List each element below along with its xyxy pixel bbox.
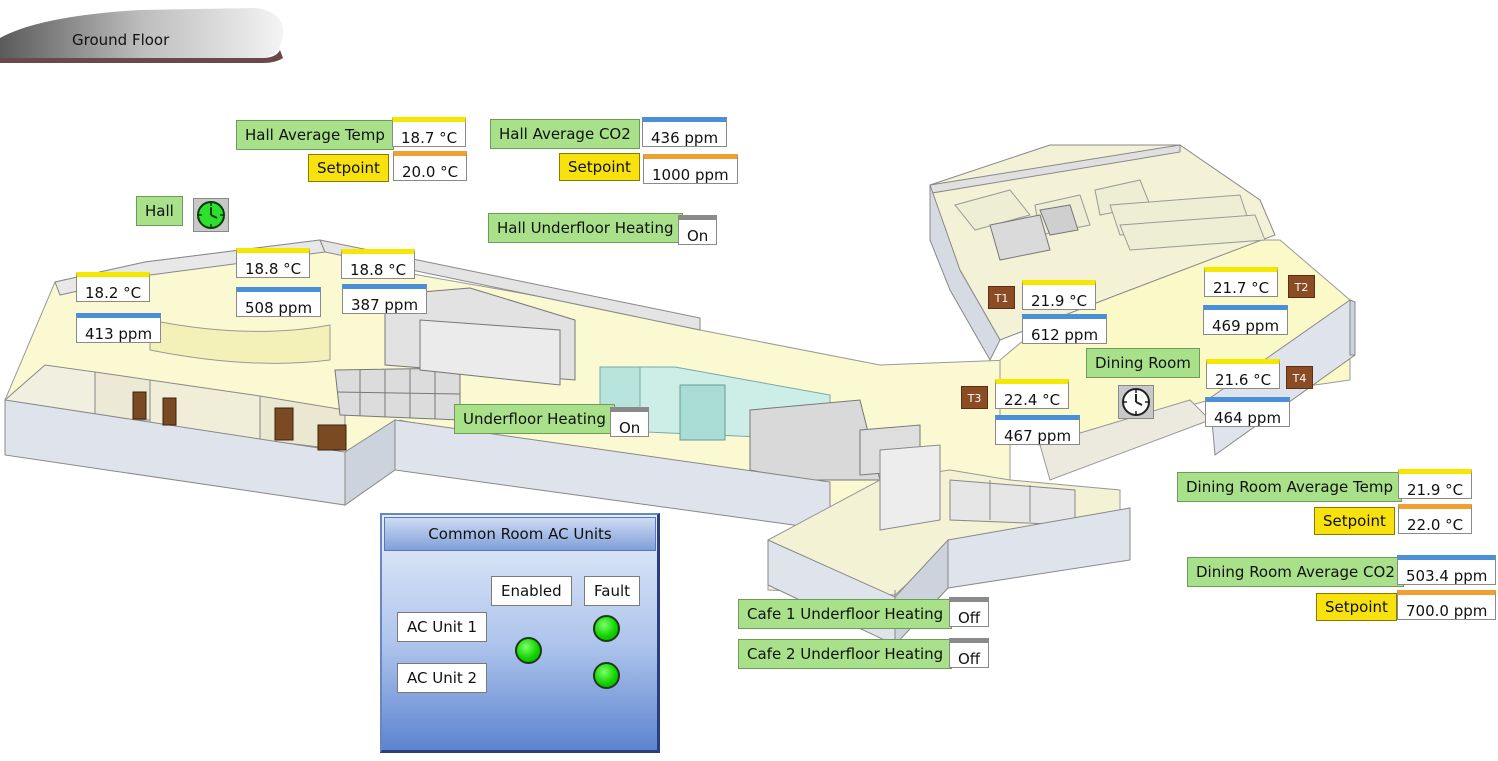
ac-unit-2-fault-indicator [593,662,620,689]
dining-sensor-t2-co2: 469 ppm [1203,305,1289,335]
hall-sensor-1-temp: 18.2 °C [76,272,151,302]
ac-unit-2-button[interactable]: AC Unit 2 [397,663,488,693]
hall-average-temp-label: Hall Average Temp [236,120,394,150]
ac-panel-title: Common Room AC Units [384,517,656,551]
dining-room-schedule-clock[interactable] [1118,385,1154,419]
dining-room-average-temp-value: 21.9 °C [1398,469,1473,499]
hall-co2-setpoint-value[interactable]: 1000 ppm [643,154,738,184]
hall-sensor-3-co2: 387 ppm [342,284,428,314]
hall-sensor-2-temp: 18.8 °C [236,248,311,278]
ac-units-enabled-indicator [515,637,542,664]
hall-underfloor-heating-status[interactable]: On [678,215,718,245]
sensor-tag-t4[interactable]: T4 [1286,366,1313,389]
dining-co2-setpoint-value[interactable]: 700.0 ppm [1397,590,1497,620]
hall-temp-setpoint-value[interactable]: 20.0 °C [393,151,468,181]
cafe-1-underfloor-heating-status[interactable]: Off [949,597,990,627]
cafe-1-underfloor-heating-label: Cafe 1 Underfloor Heating [738,599,953,629]
sensor-tag-t2[interactable]: T2 [1288,275,1315,298]
underfloor-heating-status[interactable]: On [610,407,650,437]
hall-average-temp-value: 18.7 °C [392,117,467,147]
hall-zone-label: Hall [136,196,183,226]
dining-room-zone-label: Dining Room [1086,348,1200,378]
common-room-ac-panel: Common Room AC Units Enabled Fault AC Un… [380,513,660,753]
hall-sensor-3-temp: 18.8 °C [341,249,416,279]
dining-sensor-t4-co2: 464 ppm [1205,397,1291,427]
fault-column-header: Fault [584,576,640,606]
cafe-2-underfloor-heating-status[interactable]: Off [949,638,990,668]
dining-sensor-t1-temp: 21.9 °C [1022,280,1097,310]
cafe-2-underfloor-heating-label: Cafe 2 Underfloor Heating [738,639,953,669]
enabled-column-header: Enabled [491,576,572,606]
clock-icon [1122,388,1150,416]
sensor-tag-t3[interactable]: T3 [961,386,988,409]
hall-average-co2-label: Hall Average CO2 [490,119,640,149]
dining-sensor-t2-temp: 21.7 °C [1204,267,1279,297]
hall-co2-setpoint-label: Setpoint [559,153,640,181]
dining-sensor-t1-co2: 612 ppm [1022,314,1108,344]
dining-room-average-co2-value: 503.4 ppm [1397,555,1497,585]
hall-sensor-2-co2: 508 ppm [236,287,322,317]
hall-sensor-1-co2: 413 ppm [76,313,162,343]
dining-room-average-temp-label: Dining Room Average Temp [1177,472,1403,502]
dining-sensor-t3-temp: 22.4 °C [995,379,1070,409]
dining-sensor-t4-temp: 21.6 °C [1206,359,1281,389]
clock-icon [197,201,225,229]
hall-underfloor-heating-label: Hall Underfloor Heating [488,213,683,243]
ac-unit-1-fault-indicator [593,615,620,642]
floor-tab[interactable] [0,8,290,64]
ac-unit-1-button[interactable]: AC Unit 1 [397,612,488,642]
dining-room-average-co2-label: Dining Room Average CO2 [1187,557,1404,587]
sensor-tag-t1[interactable]: T1 [988,286,1015,309]
dining-co2-setpoint-label: Setpoint [1316,593,1397,621]
hall-average-co2-value: 436 ppm [642,117,728,147]
underfloor-heating-label: Underfloor Heating [454,404,615,434]
dining-temp-setpoint-value[interactable]: 22.0 °C [1398,504,1473,534]
floor-tab-label: Ground Floor [72,31,170,49]
dining-temp-setpoint-label: Setpoint [1314,507,1395,535]
dining-sensor-t3-co2: 467 ppm [995,415,1081,445]
hall-temp-setpoint-label: Setpoint [308,154,389,182]
hall-schedule-clock[interactable] [193,198,229,232]
